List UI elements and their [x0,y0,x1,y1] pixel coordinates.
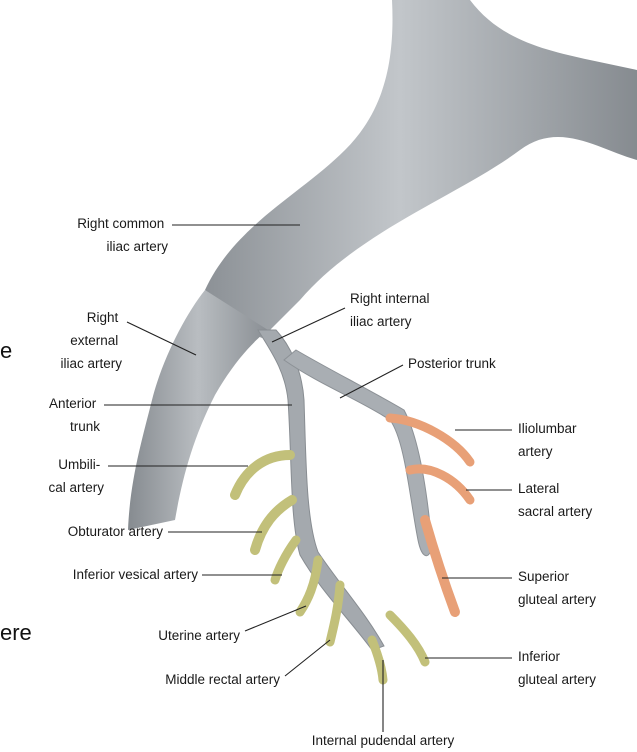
label-obturator: Obturator artery [68,524,164,539]
label-middle-rectal: Middle rectal artery [165,672,280,687]
labels: Right common iliac artery Right external… [48,216,596,748]
right-common-iliac-shape [205,0,637,338]
inferior-vesical-branch [275,540,296,580]
side-text-fragment-2: ere [0,620,32,645]
label-umbilical: Umbili- cal artery [48,457,104,495]
label-internal-pudendal: Internal pudendal artery [312,733,455,748]
label-inferior-gluteal: Inferior gluteal artery [518,649,596,687]
label-right-internal-iliac: Right internal iliac artery [350,291,433,329]
label-posterior-trunk: Posterior trunk [408,356,496,371]
obturator-branch [255,500,292,550]
label-uterine: Uterine artery [158,628,240,643]
leader-middle-rectal [285,640,330,676]
label-superior-gluteal: Superior gluteal artery [518,569,596,607]
label-inferior-vesical: Inferior vesical artery [73,567,199,582]
label-right-common-iliac: Right common iliac artery [77,216,168,254]
label-iliolumbar: Iliolumbar artery [518,421,580,459]
inferior-gluteal-branch [390,615,425,662]
label-anterior-trunk: Anterior trunk [49,396,100,434]
right-external-iliac-shape [128,290,268,530]
side-text-fragment-1: e [0,338,12,363]
superior-gluteal-branch [425,520,455,612]
label-lateral-sacral: Lateral sacral artery [518,481,593,519]
label-right-external-iliac: Right external iliac artery [60,310,122,371]
umbilical-branch [235,455,290,495]
leader-uterine [245,606,306,631]
